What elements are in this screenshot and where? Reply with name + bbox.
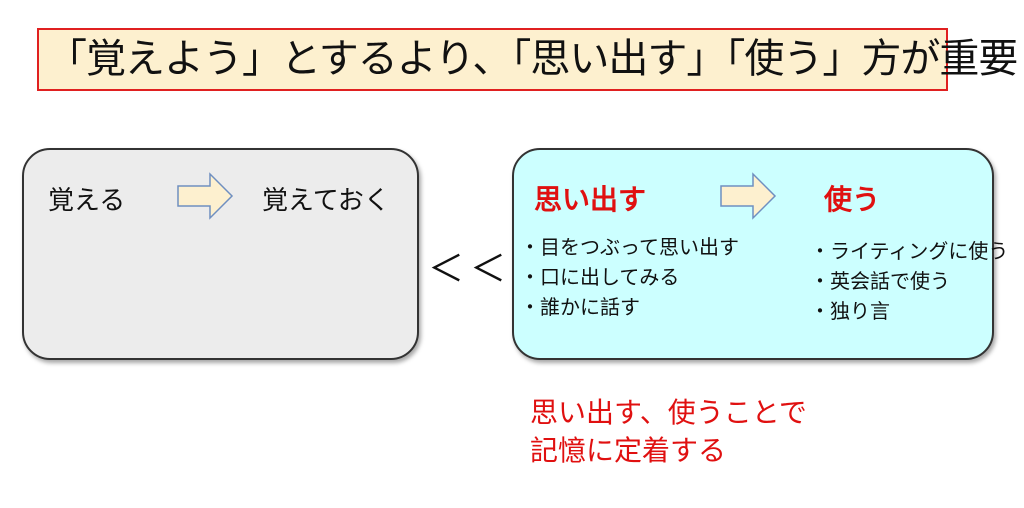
slide-title: 「覚えよう」とするより、「思い出す」「使う」方が重要 (37, 28, 1018, 91)
less-than-sign: ＜＜ (428, 249, 513, 290)
conclusion-line-2: 記憶に定着する (530, 434, 727, 467)
keep-memorized-label: 覚えておく (262, 186, 390, 216)
memorize-box: 覚える 覚えておく (22, 148, 419, 360)
right-arrow-icon (720, 172, 777, 220)
list-item: ・誰かに話す (520, 295, 640, 319)
recall-use-box: 思い出す 使う ・目をつぶって思い出す ・口に出してみる ・誰かに話す ・ライテ… (512, 148, 1008, 360)
use-heading: 使う (824, 183, 881, 216)
list-item: ・独り言 (810, 299, 890, 323)
conclusion-line-1: 思い出す、使うことで (530, 396, 807, 429)
list-item: ・ライティングに使う (810, 239, 1009, 263)
list-item: ・英会話で使う (810, 269, 950, 293)
list-item: ・目をつぶって思い出す (520, 235, 739, 259)
use-list: ・ライティングに使う ・英会話で使う ・独り言 (810, 236, 1008, 326)
right-arrow-icon (177, 172, 234, 220)
list-item: ・口に出してみる (520, 265, 680, 289)
memorize-label: 覚える (48, 186, 126, 216)
conclusion-text: 思い出す、使うことで 記憶に定着する (530, 394, 807, 470)
recall-list: ・目をつぶって思い出す ・口に出してみる ・誰かに話す (520, 232, 739, 322)
recall-heading: 思い出す (534, 183, 647, 216)
